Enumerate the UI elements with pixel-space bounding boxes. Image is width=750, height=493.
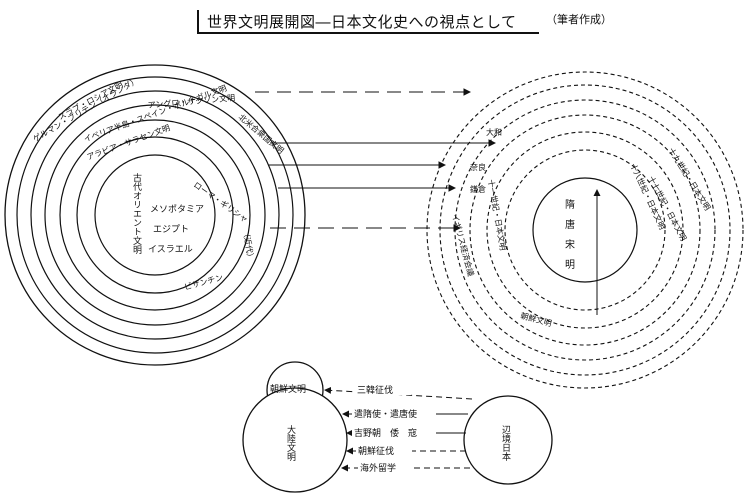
world-inner-3: イスラエル: [148, 244, 193, 255]
japan-inner-2: 宋: [565, 238, 575, 251]
japan-ring-8: 朝鮮文明: [519, 310, 552, 328]
japan-circles: [426, 71, 744, 389]
continent-label: 大陸文明: [285, 424, 296, 462]
author-note: （筆者作成）: [546, 13, 612, 26]
japan-inner-1: 唐: [565, 218, 575, 231]
world-ring-0: ローマ・ギリシャ: [192, 180, 250, 224]
korea-label: 朝鮮文明: [270, 383, 306, 395]
japan-inner-circle: [532, 177, 638, 283]
arrow-label-2: 吉野朝 倭 寇: [354, 427, 417, 439]
transmission-arrows: [255, 88, 497, 232]
world-ring-6: 北米合衆国文明: [237, 112, 286, 156]
world-ring-7: スラブ・ロシア文明: [56, 79, 124, 122]
japan-ring-6: 十一世紀・日本文明: [486, 179, 508, 252]
japan-ring-0: 十九世紀・日本文明: [666, 146, 713, 212]
world-circles: [4, 64, 306, 366]
japan-ring-5: 鎌倉: [470, 184, 486, 194]
japan-inner-0: 隋: [565, 198, 575, 211]
world-inner-2: エジプト: [153, 224, 189, 235]
arrow-label-1: 遣隋使・遣唐使: [354, 408, 417, 420]
arrow-label-3: 朝鮮征伐: [358, 445, 394, 457]
world-inner-main: 古代オリエント文明: [131, 172, 142, 255]
page-title: 世界文明展開図―日本文化史への視点として: [207, 13, 517, 31]
title-box: 世界文明展開図―日本文化史への視点として: [197, 10, 539, 34]
world-ring-8: （近代）: [241, 229, 256, 262]
world-inner-1: メソポタミア: [150, 204, 204, 215]
arrow-label-4: 海外留学: [360, 462, 396, 474]
arrow-label-0: 三韓征伐: [357, 384, 393, 396]
japan-ring-3: 大和: [486, 127, 502, 137]
japan-ring-7: イギリス経済会議: [450, 213, 476, 277]
continent-circle: [242, 387, 348, 493]
japan-inner-3: 明: [565, 259, 575, 271]
japan-ring-4: 奈良: [470, 162, 486, 172]
frontier-japan-circle: [463, 395, 553, 485]
frontier-japan-label: 辺境日本: [500, 425, 511, 462]
